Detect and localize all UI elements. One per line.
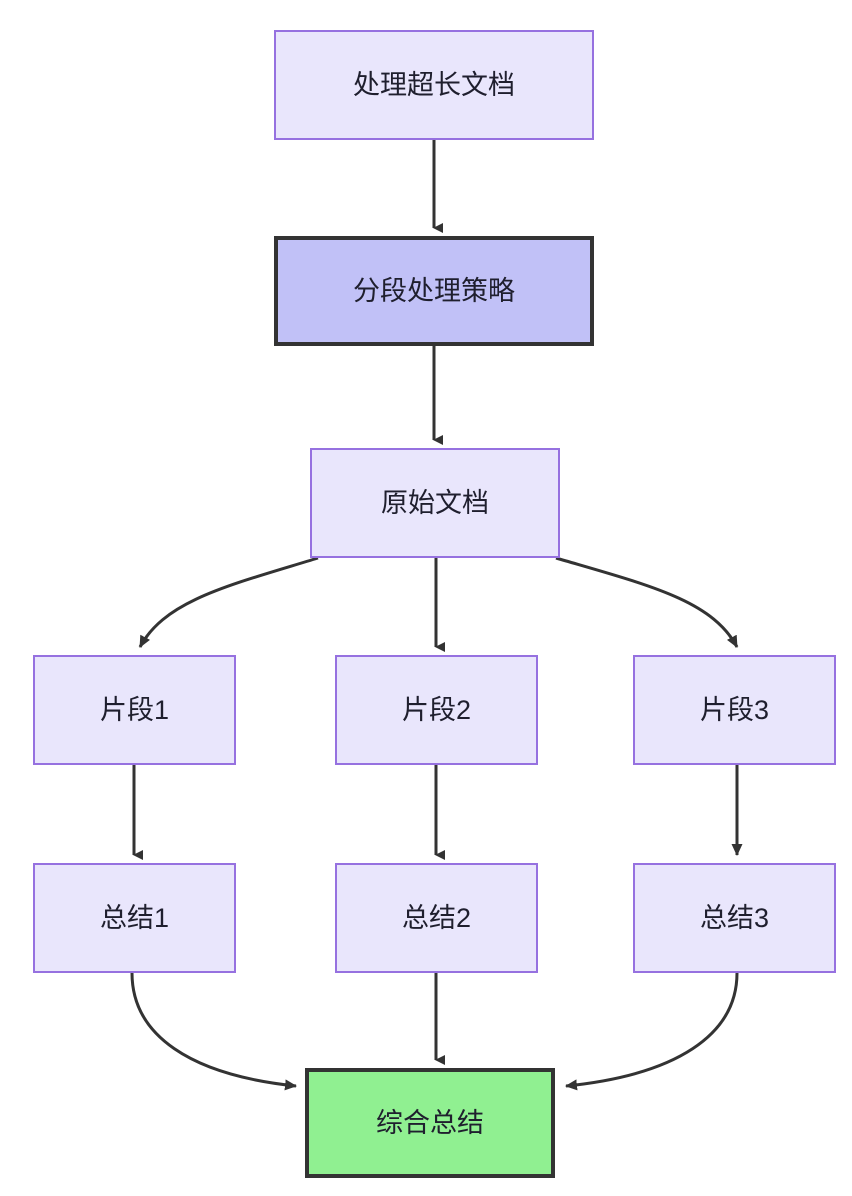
edge-summary1-to-final xyxy=(130,972,297,1091)
node-label: 总结3 xyxy=(699,902,770,933)
node-summary-3[interactable]: 总结3 xyxy=(633,863,836,973)
node-label: 片段3 xyxy=(699,694,770,725)
node-process-long-document[interactable]: 处理超长文档 xyxy=(274,30,594,140)
node-label: 原始文档 xyxy=(381,487,489,518)
node-label: 总结2 xyxy=(401,902,472,933)
node-label: 综合总结 xyxy=(376,1107,484,1138)
node-summary-2[interactable]: 总结2 xyxy=(335,863,538,973)
node-label: 处理超长文档 xyxy=(353,69,515,100)
node-summary-1[interactable]: 总结1 xyxy=(33,863,236,973)
edge-summary3-to-final xyxy=(565,972,739,1091)
node-label: 片段1 xyxy=(99,694,170,725)
node-chunking-strategy[interactable]: 分段处理策略 xyxy=(274,236,594,346)
node-fragment-1[interactable]: 片段1 xyxy=(33,655,236,765)
node-final-summary[interactable]: 综合总结 xyxy=(305,1068,555,1178)
node-source-document[interactable]: 原始文档 xyxy=(310,448,560,558)
node-label: 片段2 xyxy=(401,694,472,725)
edge-source-to-fragment3 xyxy=(555,556,739,648)
node-fragment-2[interactable]: 片段2 xyxy=(335,655,538,765)
node-fragment-3[interactable]: 片段3 xyxy=(633,655,836,765)
node-label: 分段处理策略 xyxy=(353,275,515,306)
edge-source-to-fragment1 xyxy=(138,556,319,648)
node-label: 总结1 xyxy=(99,902,170,933)
